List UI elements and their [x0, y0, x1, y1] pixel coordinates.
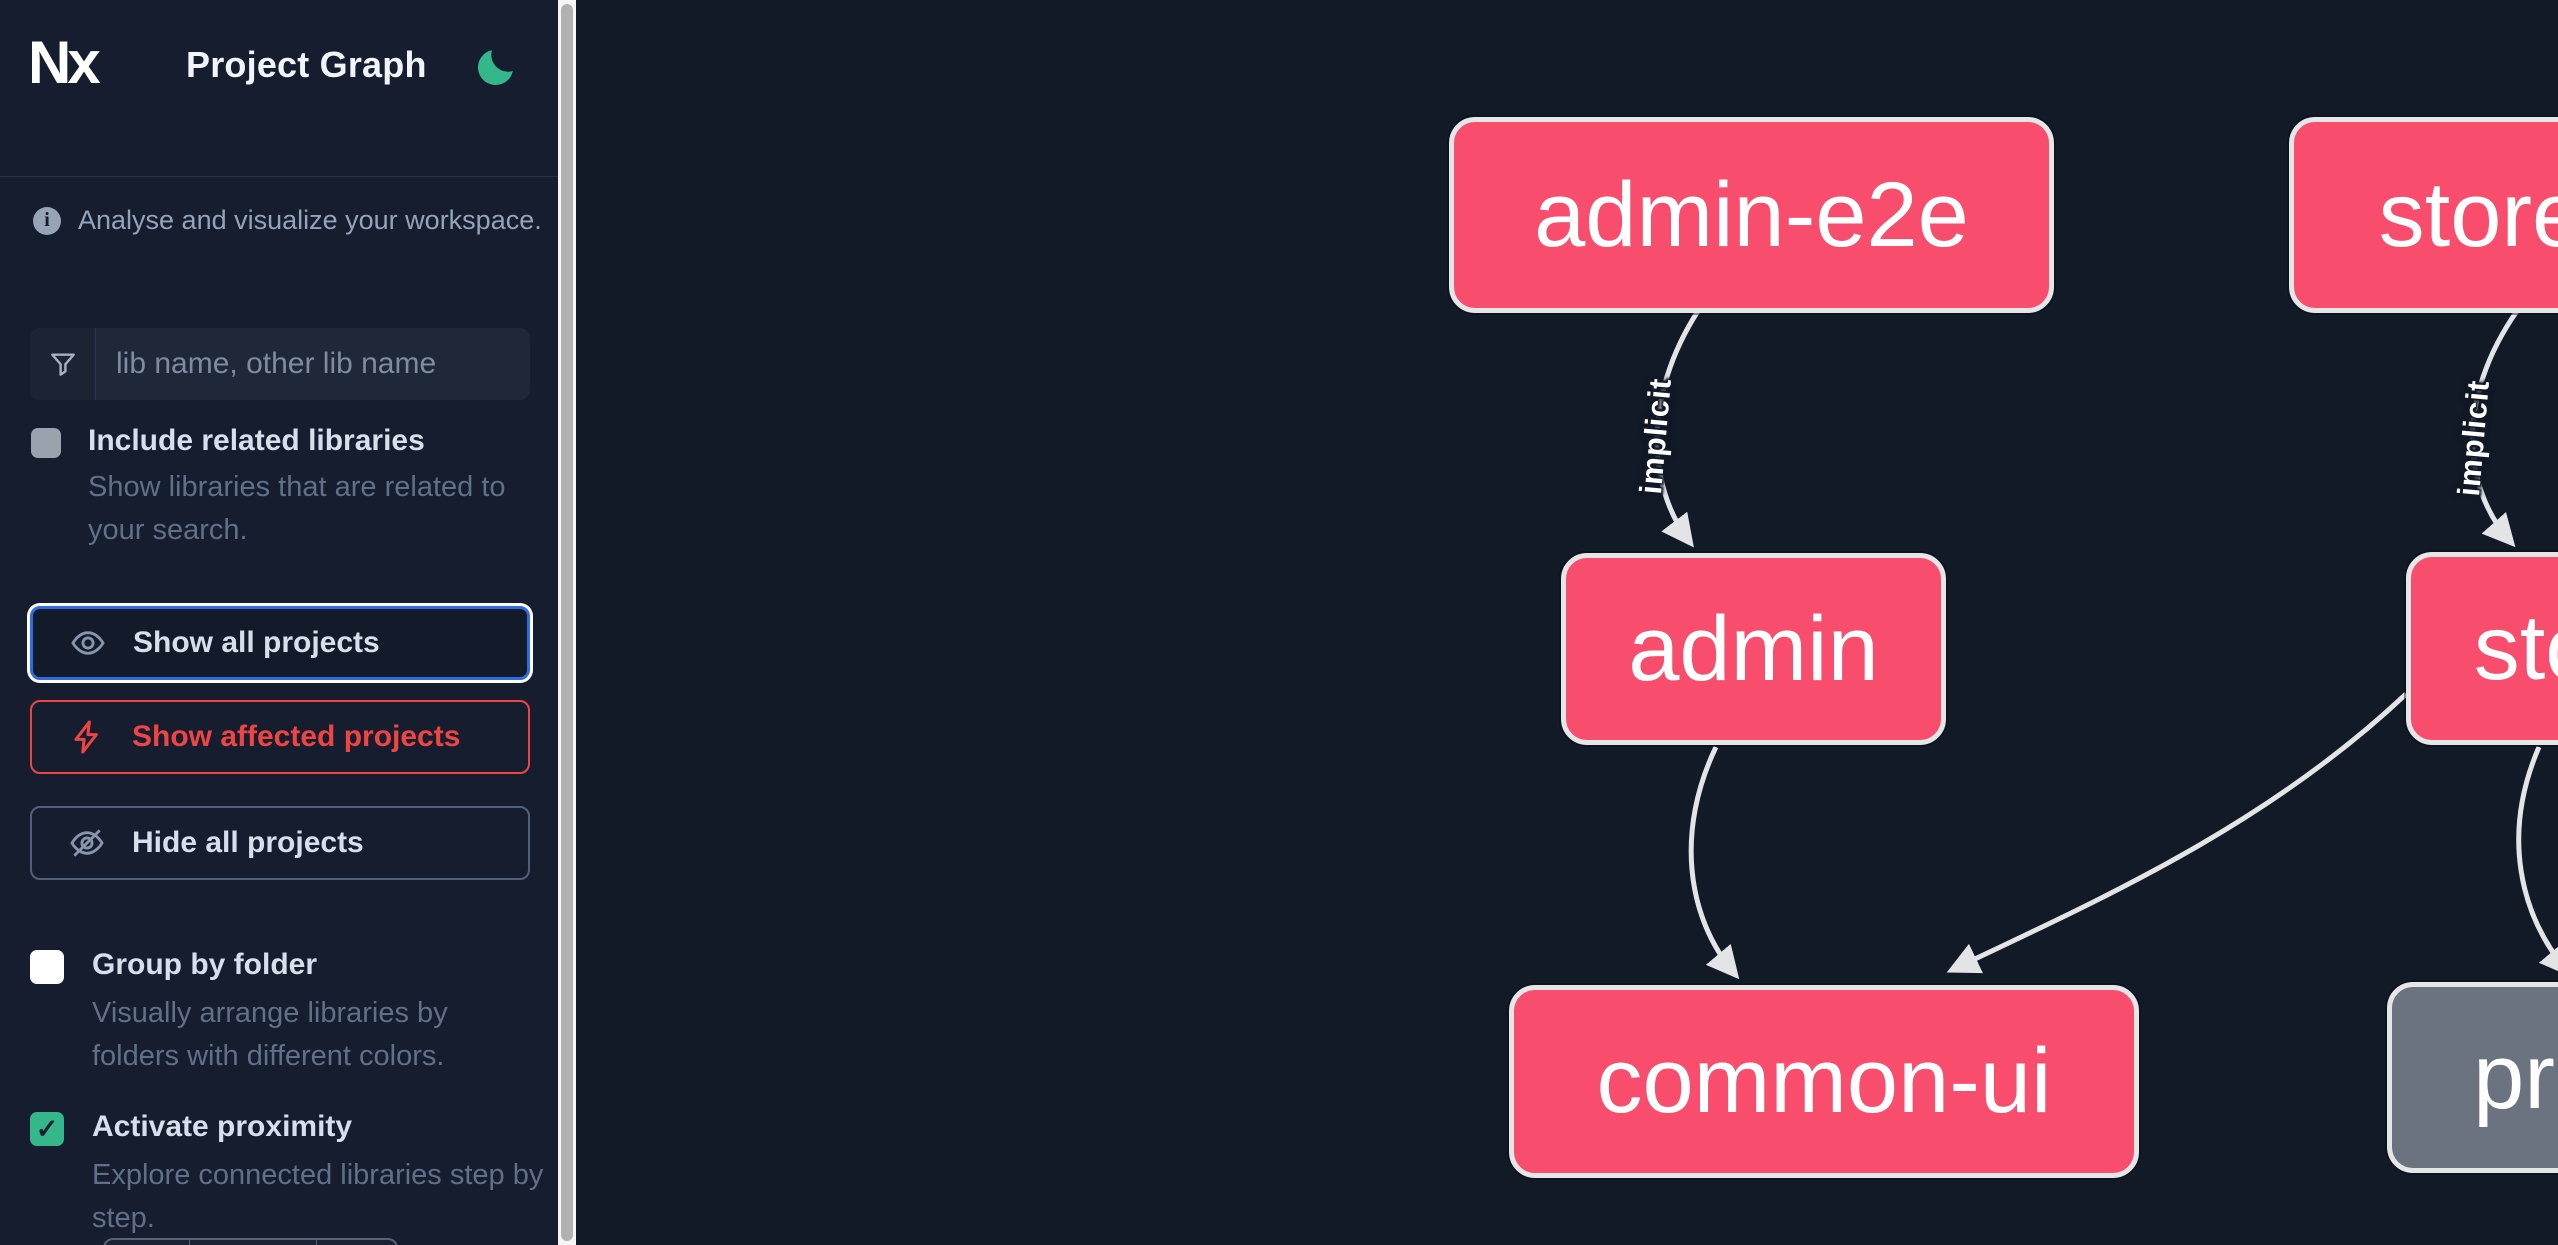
page-title: Project Graph: [186, 44, 427, 85]
node-admin-e2e-label: admin-e2e: [1534, 163, 1969, 266]
node-common-ui-label: common-ui: [1596, 1030, 2052, 1132]
include-related-label: Include related libraries: [88, 424, 425, 457]
activate-proximity-description: Explore connected libraries step by step…: [92, 1159, 544, 1234]
tagline-row: i Analyse and visualize your workspace.: [33, 205, 542, 236]
tagline-text: Analyse and visualize your workspace.: [78, 205, 542, 235]
theme-toggle-button[interactable]: [470, 42, 522, 94]
node-store[interactable]: store: [2406, 552, 2558, 745]
group-by-folder-description: Visually arrange libraries by folders wi…: [92, 997, 448, 1072]
group-by-folder-label: Group by folder: [92, 948, 317, 981]
node-store-label: store: [2473, 597, 2558, 699]
graph-canvas[interactable]: implicit implicit admin-e2e store-e2e ad…: [576, 0, 2558, 1245]
node-common-ui[interactable]: common-ui: [1509, 985, 2139, 1178]
show-affected-projects-button[interactable]: Show affected projects: [30, 700, 530, 774]
search-input[interactable]: [96, 328, 530, 400]
lightning-bolt-icon: [68, 718, 106, 756]
node-store-e2e-label: store-e2e: [2378, 163, 2558, 266]
eye-icon: [69, 624, 107, 662]
nx-logo: Nx: [28, 28, 128, 96]
show-all-projects-label: Show all projects: [133, 626, 380, 659]
node-store-e2e[interactable]: store-e2e: [2289, 117, 2558, 313]
info-icon: i: [33, 206, 61, 235]
node-admin-e2e[interactable]: admin-e2e: [1449, 117, 2054, 313]
edge-store-e2e-to-store[interactable]: [2470, 309, 2520, 548]
proximity-value-segment: [190, 1240, 317, 1245]
hide-all-projects-label: Hide all projects: [132, 826, 364, 859]
node-products[interactable]: products: [2387, 982, 2558, 1173]
edge-admin-to-common-ui[interactable]: [1688, 745, 1740, 980]
group-by-folder-checkbox[interactable]: [30, 950, 64, 984]
activate-proximity-checkbox[interactable]: ✓: [30, 1112, 64, 1146]
activate-proximity-label: Activate proximity: [92, 1110, 353, 1143]
proximity-increment-segment[interactable]: [317, 1240, 396, 1245]
edge-store-to-common-ui[interactable]: [1946, 692, 2408, 974]
eye-off-icon: [68, 824, 106, 862]
sidebar-header: Nx Project Graph: [0, 0, 558, 177]
dependency-edges: [1654, 309, 2558, 980]
moon-icon: [473, 49, 519, 93]
proximity-depth-control[interactable]: [103, 1238, 398, 1245]
sidebar-scrollbar-thumb[interactable]: [561, 4, 573, 1241]
filter-funnel-icon: [30, 328, 96, 400]
proximity-decrement-segment[interactable]: [105, 1240, 190, 1245]
sidebar-scrollbar-track[interactable]: [558, 0, 576, 1245]
include-related-description: Show libraries that are related to your …: [88, 471, 506, 546]
hide-all-projects-button[interactable]: Hide all projects: [30, 806, 530, 880]
search-box: [30, 328, 530, 400]
include-related-checkbox[interactable]: [31, 428, 61, 458]
nx-logo-text: Nx: [28, 28, 101, 96]
node-admin[interactable]: admin: [1561, 553, 1946, 745]
edge-store-to-products[interactable]: [2516, 746, 2558, 978]
edge-admin-e2e-to-admin[interactable]: [1654, 309, 1701, 548]
node-products-label: products: [2473, 1026, 2558, 1128]
show-all-projects-button[interactable]: Show all projects: [30, 606, 530, 680]
checkmark-icon: ✓: [35, 1113, 59, 1144]
node-admin-label: admin: [1628, 597, 1879, 700]
sidebar: Nx Project Graph i Analyse and visualize…: [0, 0, 558, 1245]
show-affected-projects-label: Show affected projects: [132, 720, 461, 753]
